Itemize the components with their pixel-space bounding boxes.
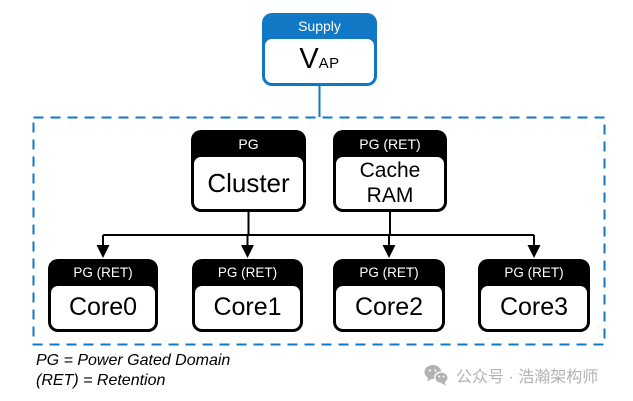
cache-ram-label: Cache RAM (336, 157, 444, 209)
bus-lines (102, 212, 535, 246)
cluster-box: PG Cluster (191, 130, 306, 212)
core2-box: PG (RET) Core2 (333, 259, 445, 332)
cache-ram-header: PG (RET) (359, 136, 421, 152)
voltage-symbol: V (299, 43, 319, 75)
core0-label: Core0 (51, 286, 155, 329)
watermark: 公众号 · 浩瀚架构师 (424, 363, 598, 387)
wechat-icon (424, 364, 449, 386)
cluster-header: PG (238, 136, 259, 152)
core3-box: PG (RET) Core3 (478, 259, 590, 332)
core1-header: PG (RET) (217, 265, 278, 280)
core3-label: Core3 (481, 286, 587, 329)
core1-label: Core1 (195, 286, 300, 329)
watermark-text: 公众号 · 浩瀚架构师 (456, 369, 599, 386)
core2-header: PG (RET) (359, 265, 419, 280)
core0-header: PG (RET) (73, 265, 133, 280)
arrowhead-core3 (527, 245, 541, 258)
core0-box: PG (RET) Core0 (48, 259, 158, 332)
arrowhead-core1 (241, 245, 254, 258)
voltage-subscript: AP (318, 55, 340, 72)
cache-ram-box: PG (RET) Cache RAM (333, 130, 447, 212)
core1-box: PG (RET) Core1 (192, 259, 303, 332)
arrowhead-core2 (382, 245, 396, 258)
supply-header: Supply (298, 18, 341, 34)
legend: PG = Power Gated Domain (RET) = Retentio… (36, 351, 230, 391)
core2-label: Core2 (336, 286, 442, 329)
legend-line-pg: PG = Power Gated Domain (36, 352, 231, 369)
arrowhead-core0 (96, 245, 110, 258)
core3-header: PG (RET) (504, 265, 564, 280)
cluster-label: Cluster (194, 157, 303, 209)
legend-line-ret: (RET) = Retention (36, 372, 166, 389)
